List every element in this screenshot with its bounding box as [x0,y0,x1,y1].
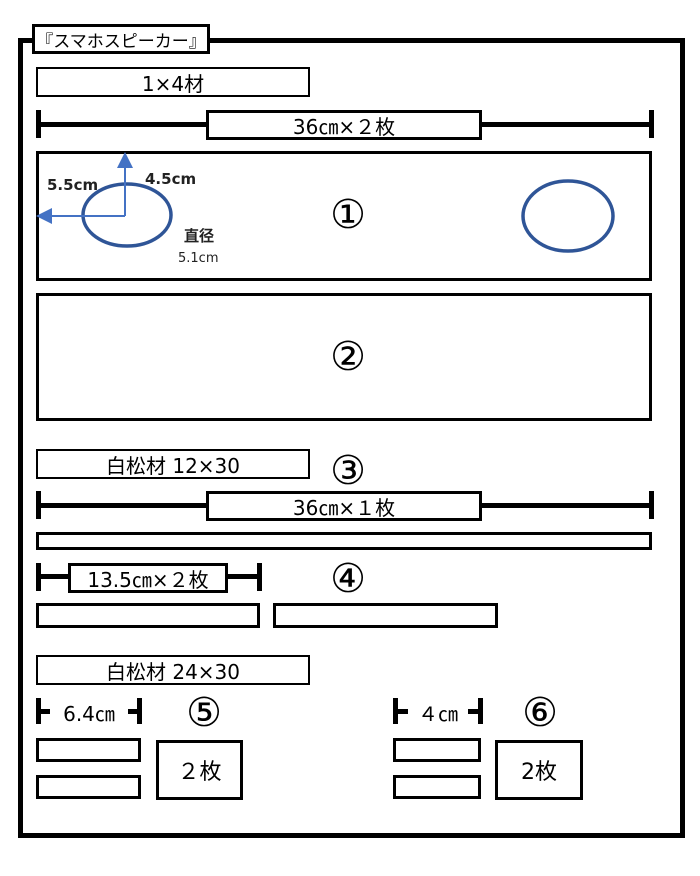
dimension-tick-right [649,110,654,138]
dimension-label-4cm: ４㎝ [408,699,468,726]
part-4-strip-2 [273,603,498,628]
diameter-value: 5.1cm [178,251,219,266]
material-label-12x30: 白松材 12×30 [36,449,310,479]
dimension-tick-left [36,698,41,724]
hole-top-distance: 4.5cm [145,170,197,188]
dimension-tick-left [36,563,41,591]
material-label-24x30: 白松材 24×30 [36,655,310,685]
dimension-tick-right [257,563,262,591]
dimension-tick-right [649,491,654,519]
dimension-label-13-5cm: 13.5㎝×２枚 [68,563,228,593]
part-4-strip-1 [36,603,260,628]
part-6-number: ⑥ [522,690,558,736]
part-5-count: ２枚 [156,740,243,800]
part-3-strip [36,532,652,550]
dimension-tick-left [36,491,41,519]
part-3-number: ③ [330,448,366,494]
part-5-piece-2 [36,775,141,799]
page-title: 『スマホスピーカー』 [32,24,210,54]
part-6-count: 2枚 [495,740,583,800]
dimension-label-36cm-2: 36㎝×２枚 [206,110,482,140]
diameter-label: 直径 [184,227,215,245]
dimension-label-36cm-1: 36㎝×１枚 [206,491,482,521]
part-5-number: ⑤ [186,690,222,736]
hole-edge-distance: 5.5cm [47,176,99,194]
part-5-piece-1 [36,738,141,762]
part-4-number: ④ [330,556,366,602]
board-1-number: ① [330,192,366,238]
dimension-tick-left [36,110,41,138]
part-6-piece-1 [393,738,481,762]
part-6-piece-2 [393,775,481,799]
material-label-1x4: 1×4材 [36,67,310,97]
board-2 [36,293,652,421]
board-2-number: ② [330,334,366,380]
dimension-tick-left [393,698,398,724]
outer-frame [18,38,685,838]
speaker-hole-right [521,179,615,253]
dimension-label-6-4cm: 6.4㎝ [50,699,128,726]
dimension-tick-right [137,698,142,724]
dimension-tick-right [478,698,483,724]
board-1 [36,151,652,281]
